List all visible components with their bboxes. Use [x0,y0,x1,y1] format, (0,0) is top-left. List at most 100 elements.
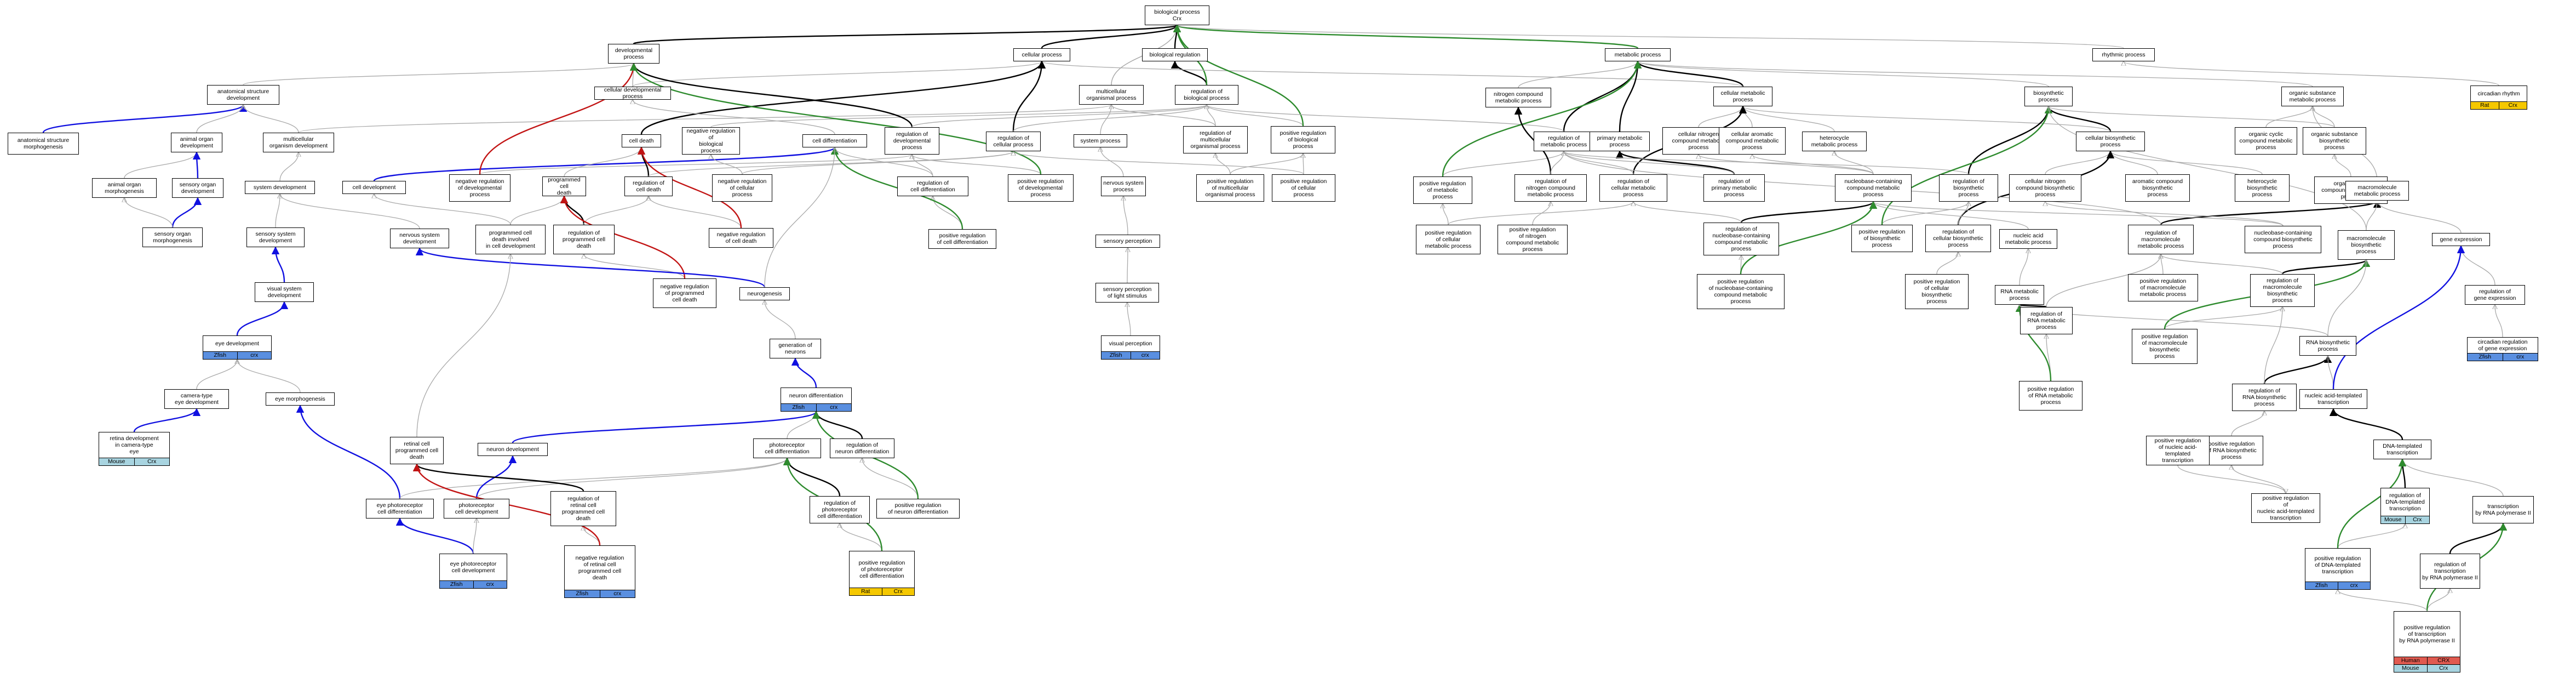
go-term-rbsp[interactable]: regulation of biosynthetic process [1939,174,1998,202]
go-term-rrnabp[interactable]: regulation of RNA biosynthetic process [2232,384,2297,411]
go-term-rnd[interactable]: regulation of neuron differentiation [830,438,894,458]
go-term-prmop[interactable]: positive regulation of multicellular org… [1196,174,1264,202]
go-term-ncmp[interactable]: nitrogen compound metabolic process [1485,88,1551,107]
go-term-bsp[interactable]: biosynthetic process [2024,87,2073,106]
go-term-hbp[interactable]: heterocycle biosynthetic process [2235,174,2290,202]
go-term-asd[interactable]: anatomical structure development [207,85,279,105]
go-term-rdtt[interactable]: regulation of DNA-templated transcriptio… [2380,488,2430,524]
go-term-prcp[interactable]: positive regulation of cellular process [1272,174,1335,202]
go-term-cd[interactable]: cell death [622,134,661,147]
go-term-rncmp[interactable]: regulation of nitrogen compound metaboli… [1514,174,1587,202]
go-term-cp[interactable]: cellular process [1013,48,1070,61]
go-term-prcdiff[interactable]: positive regulation of cell differentiat… [928,229,996,249]
go-term-prtbrp[interactable]: positive regulation of transcription by … [2394,611,2460,673]
go-term-ncbp[interactable]: nucleobase-containing compound biosynthe… [2245,226,2321,253]
go-term-prbsp[interactable]: positive regulation of biosynthetic proc… [1851,225,1913,252]
go-term-rmop[interactable]: regulation of multicellular organismal p… [1183,126,1248,153]
go-term-ndev[interactable]: neuron development [478,443,548,456]
go-term-aom[interactable]: animal organ morphogenesis [92,178,157,198]
go-term-rcp[interactable]: regulation of cellular process [986,132,1041,151]
go-term-dev[interactable]: developmental process [608,44,659,64]
go-term-prdp[interactable]: positive regulation of developmental pro… [1008,174,1074,202]
go-term-rrcpcd[interactable]: regulation of retinal cell programmed ce… [550,491,616,526]
go-term-prnccmp[interactable]: positive regulation of nucleobase-contai… [1697,274,1785,309]
go-term-dtt[interactable]: DNA-templated transcription [2373,440,2431,459]
go-term-cncbp[interactable]: cellular nitrogen compound biosynthetic … [2009,174,2081,202]
go-term-prrnabp[interactable]: positive regulation of RNA biosynthetic … [2200,436,2263,465]
go-term-rtbrp[interactable]: regulation of transcription by RNA polym… [2420,554,2480,589]
go-term-mbp[interactable]: macromolecule biosynthetic process [2338,230,2395,260]
go-term-rnabp[interactable]: RNA biosynthetic process [2299,336,2356,356]
go-term-nsp[interactable]: nervous system process [1101,176,1146,196]
go-term-rge[interactable]: regulation of gene expression [2465,285,2525,305]
go-term-somorph[interactable]: sensory organ morphogenesis [142,227,203,247]
go-term-prncmp[interactable]: positive regulation of nitrogen compound… [1498,225,1568,254]
go-term-ge[interactable]: gene expression [2432,233,2490,246]
go-term-sp[interactable]: system process [1074,134,1127,147]
go-term-acbp[interactable]: aromatic compound biosynthetic process [2125,174,2190,202]
go-term-prmmp[interactable]: positive regulation of macromolecule met… [2128,274,2198,301]
go-term-rp[interactable]: rhythmic process [2092,48,2155,61]
go-term-pcdiff[interactable]: photoreceptor cell differentiation [753,438,821,458]
go-term-tbrp[interactable]: transcription by RNA polymerase II [2472,496,2534,523]
go-term-prpcdiff[interactable]: positive regulation of photoreceptor cel… [849,551,915,596]
go-term-em[interactable]: eye morphogenesis [266,392,335,406]
go-term-nrcp[interactable]: negative regulation of cellular process [712,174,772,202]
go-term-natt[interactable]: nucleic acid-templated transcription [2299,389,2367,409]
go-term-mp[interactable]: metabolic process [1605,48,1671,61]
go-term-nrrcpcd[interactable]: negative regulation of retinal cell prog… [564,545,635,598]
go-term-sperc[interactable]: sensory perception [1095,235,1160,248]
go-term-rnatt[interactable]: positive regulation of nucleic acid-temp… [2251,493,2320,523]
go-term-prmp[interactable]: positive regulation of metabolic process [1413,176,1472,204]
go-term-ssd[interactable]: sensory system development [246,227,305,247]
go-term-mop[interactable]: multicellular organismal process [1079,85,1144,105]
go-term-nrdp[interactable]: negative regulation of developmental pro… [449,174,510,202]
go-term-prbp[interactable]: positive regulation of biological proces… [1271,126,1335,153]
go-term-prcmp[interactable]: positive regulation of cellular metaboli… [1416,225,1481,254]
go-term-osmp[interactable]: organic substance metabolic process [2281,87,2344,106]
go-term-epcd[interactable]: eye photoreceptor cell differentiation [366,499,434,519]
go-term-cbp[interactable]: cellular biosynthetic process [2076,132,2145,151]
go-term-cmp[interactable]: cellular metabolic process [1713,87,1772,106]
go-term-prdtt[interactable]: positive regulation of DNA-templated tra… [2305,548,2371,590]
go-term-prcbp[interactable]: positive regulation of cellular biosynth… [1905,274,1969,309]
go-term-neurog[interactable]: neurogenesis [739,287,790,300]
go-term-pmp[interactable]: primary metabolic process [1590,132,1650,151]
go-term-rpcdiff[interactable]: regulation of photoreceptor cell differe… [810,496,870,523]
go-term-rmbp[interactable]: regulation of macromolecule biosynthetic… [2250,274,2315,307]
go-term-sysd[interactable]: system development [245,181,315,194]
go-term-ctyed[interactable]: camera-type eye development [164,389,229,409]
go-term-rpcd[interactable]: regulation of programmed cell death [553,225,615,254]
go-term-sperls[interactable]: sensory perception of light stimulus [1095,283,1159,303]
go-term-gon[interactable]: generation of neurons [770,339,821,358]
go-term-pcdcd[interactable]: programmed cell death involved in cell d… [475,225,546,254]
go-term-camp[interactable]: cellular aromatic compound metabolic pro… [1719,127,1786,155]
go-term-pcd[interactable]: programmed cell death [542,176,586,196]
go-term-rnccmp[interactable]: regulation of nucleobase-containing comp… [1703,223,1779,255]
go-term-rpmp[interactable]: regulation of primary metabolic process [1703,174,1765,202]
go-term-rcbp[interactable]: regulation of cellular biosynthetic proc… [1925,225,1991,252]
go-term-breg[interactable]: biological regulation [1142,48,1208,61]
go-term-osbp[interactable]: organic substance biosynthetic process [2303,127,2366,155]
go-term-hmp[interactable]: heterocycle metabolic process [1802,132,1867,151]
go-term-rnamp[interactable]: RNA metabolic process [1995,285,2044,305]
go-term-nrpcd[interactable]: negative regulation of programmed cell d… [653,278,716,308]
go-term-rmp[interactable]: regulation of metabolic process [1534,132,1594,151]
go-term-prnd[interactable]: positive regulation of neuron differenti… [876,499,960,519]
go-term-prmbp[interactable]: positive regulation of macromolecule bio… [2132,329,2198,364]
go-term-prnatt[interactable]: positive regulation of nucleic acid-temp… [2146,436,2210,465]
go-term-celld[interactable]: cell development [342,181,406,194]
go-term-mod[interactable]: multicellular organism development [263,133,334,152]
go-term-asm[interactable]: anatomical structure morphogenesis [8,133,79,155]
go-term-pcdev[interactable]: photoreceptor cell development [444,499,509,519]
go-term-rrnamp[interactable]: regulation of RNA metabolic process [2020,307,2073,334]
go-term-macmp[interactable]: macromolecule metabolic process [2345,181,2409,201]
go-term-prrnamp[interactable]: positive regulation of RNA metabolic pro… [2019,381,2082,411]
go-term-aod[interactable]: animal organ development [171,133,222,152]
go-term-rcdiff[interactable]: regulation of cell differentiation [897,176,968,196]
